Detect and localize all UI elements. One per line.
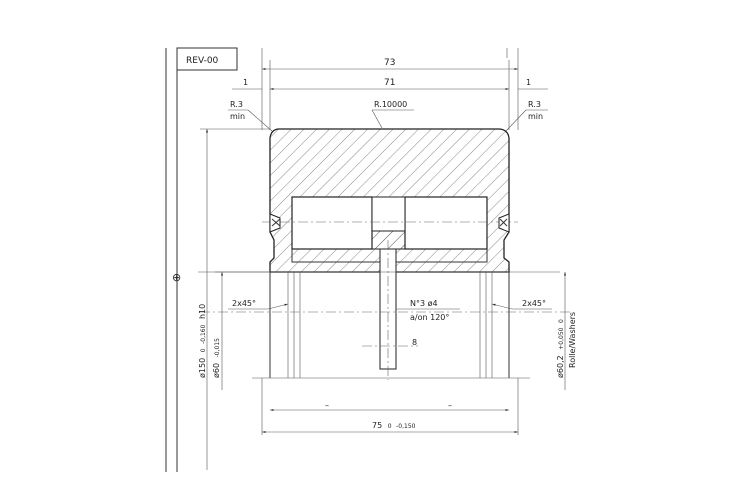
chamfer-left-label: 2x45°: [232, 299, 256, 308]
dim-inner-width: 71: [384, 78, 395, 88]
revision-label: REV-00: [186, 56, 219, 66]
chamfer-right-label: 2x45°: [522, 299, 546, 308]
bottom-dimensions: – – 75 0 -0,150: [261, 378, 519, 435]
spacer-lower: [371, 230, 406, 250]
dash-right: –: [448, 401, 452, 410]
dash-left: –: [325, 401, 329, 410]
spacer: [371, 196, 406, 232]
bore-diameter-label: ø60,2 +0,050 0: [556, 319, 565, 378]
radius-left-label: R.3: [230, 100, 243, 109]
roller-left: [291, 196, 373, 250]
dim-offset-left: 1: [243, 78, 248, 87]
radius-right-note: min: [528, 112, 543, 121]
bore-section: [200, 271, 570, 379]
groove-label: 8: [412, 338, 417, 347]
centerline-symbol: ⊕: [172, 271, 181, 284]
hole-callout: N°3 ø4 a/on 120° 8: [396, 299, 460, 347]
seal-right: [498, 213, 510, 233]
roller-right: [404, 196, 488, 250]
bearing-section: [262, 128, 518, 380]
crown-radius-label: R.10000: [374, 100, 407, 109]
washers-label: Rolle/Washers: [568, 312, 577, 368]
radius-left-note: min: [230, 112, 245, 121]
seal-left: [269, 213, 281, 233]
outer-diameter-label: ø150 0 -0,160 h10: [198, 304, 207, 378]
left-dimensions: ø150 0 -0,160 h10 ø60 -0,015 ⊕ 2x45°: [172, 128, 289, 470]
revision-box: REV-00: [165, 47, 238, 472]
radius-right-label: R.3: [528, 100, 541, 109]
top-dimensions: 73 71 1 1 R.3 min R.3 min R.10000: [228, 48, 548, 132]
overall-length-label: 75 0 -0,150: [372, 421, 416, 430]
dim-offset-right: 1: [526, 78, 531, 87]
inner-diameter-label: ø60 -0,015: [212, 338, 221, 378]
dim-overall-width: 73: [384, 58, 395, 68]
right-dimensions: ø60,2 +0,050 0 Rolle/Washers 2x45°: [491, 272, 577, 390]
holes-spacing-label: a/on 120°: [410, 313, 449, 322]
holes-label: N°3 ø4: [410, 299, 438, 308]
